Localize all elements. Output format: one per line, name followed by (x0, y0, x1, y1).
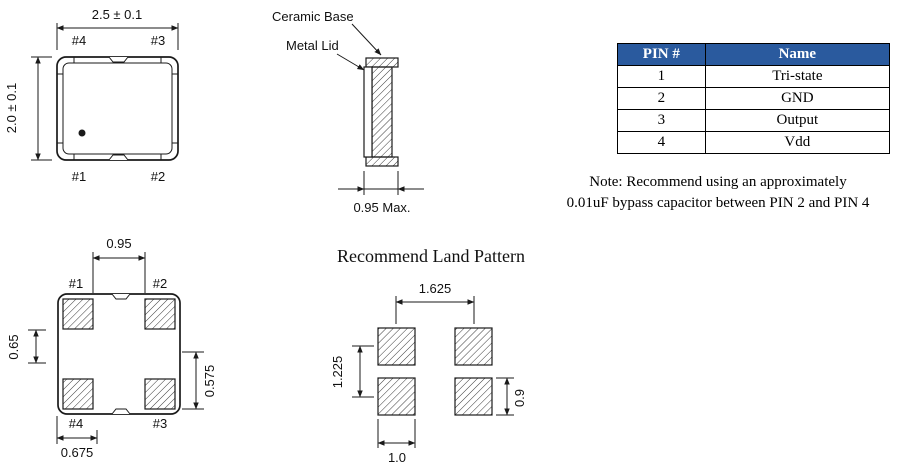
pin-name-cell: Tri-state (704, 65, 891, 88)
pin1-marker-dot (78, 129, 86, 137)
pin-label: #1 (69, 276, 83, 291)
pin-name-header: Name (704, 43, 891, 66)
pin-function-table: PIN # Name 1 Tri-state 2 GND 3 Output 4 … (617, 43, 891, 154)
table-row: 2 GND (617, 87, 891, 110)
pin-name-cell: GND (704, 87, 891, 110)
table-row: 4 Vdd (617, 131, 891, 154)
package-inner-outline (62, 62, 173, 155)
pad-width-dimension: 1.0 (388, 450, 406, 465)
leader-line (351, 23, 382, 56)
ceramic-base-cap (365, 57, 399, 68)
pin-label: #2 (153, 276, 167, 291)
table-row: 1 Tri-state (617, 65, 891, 88)
table-row: 3 Output (617, 109, 891, 132)
package-outline (56, 56, 179, 161)
pin-label: #4 (72, 33, 86, 48)
edge-notch (111, 293, 131, 300)
land-pad (377, 377, 416, 416)
pin-label: #4 (69, 416, 83, 431)
land-pattern-title: Recommend Land Pattern (337, 246, 525, 266)
land-pad (454, 327, 493, 366)
solder-pad (62, 378, 94, 410)
edge-notch (108, 56, 129, 63)
ceramic-base-cap (365, 156, 399, 167)
metal-lid-shape (363, 66, 373, 158)
note-line-2: 0.01uF bypass capacitor between PIN 2 an… (566, 195, 870, 211)
pin-number-cell: 3 (617, 109, 706, 132)
edge-notch (111, 408, 131, 415)
pin-label: #3 (153, 416, 167, 431)
ceramic-base-body (371, 66, 393, 158)
side-view-drawing: Ceramic Base Metal Lid 0.95 Max. (272, 9, 424, 215)
land-pad (454, 377, 493, 416)
ceramic-base-label: Ceramic Base (272, 9, 354, 24)
top-view-width-dimension: 2.5 ± 0.1 (92, 7, 143, 22)
right-dimension: 0.575 (202, 365, 217, 398)
pin-number-cell: 4 (617, 131, 706, 154)
bottom-dimension: 0.675 (61, 445, 94, 460)
pin-name-cell: Vdd (704, 131, 891, 154)
left-dimension: 0.65 (6, 334, 21, 359)
pin-label: #3 (151, 33, 165, 48)
thickness-dimension: 0.95 Max. (353, 200, 410, 215)
pin-name-cell: Output (704, 109, 891, 132)
pin-label: #2 (151, 169, 165, 184)
solder-pad (62, 298, 94, 330)
metal-lid-label: Metal Lid (286, 38, 339, 53)
bypass-capacitor-note: Note: Recommend using an approximately 0… (540, 172, 896, 214)
solder-pad (144, 298, 176, 330)
solder-pad (144, 378, 176, 410)
top-view-height-dimension: 2.0 ± 0.1 (4, 83, 19, 134)
leader-line (336, 53, 365, 71)
top-view-drawing: 2.5 ± 0.1 2.0 ± 0.1 #4 #3 #1 #2 (4, 7, 179, 184)
pin-label: #1 (72, 169, 86, 184)
pin-number-cell: 2 (617, 87, 706, 110)
land-pattern-drawing: Recommend Land Pattern 1.625 1.225 0.9 (330, 246, 527, 465)
pin-number-header: PIN # (617, 43, 706, 66)
vertical-pitch-dimension: 1.225 (330, 356, 345, 389)
horizontal-pitch-dimension: 1.625 (419, 281, 452, 296)
land-pad (377, 327, 416, 366)
pad-height-dimension: 0.9 (512, 389, 527, 407)
bottom-view-drawing: 0.95 #1 #2 #4 #3 0.65 0.575 (6, 236, 217, 460)
edge-notch (108, 154, 129, 161)
note-line-1: Note: Recommend using an approximately (589, 174, 847, 190)
table-header-row: PIN # Name (617, 43, 891, 66)
pin-number-cell: 1 (617, 65, 706, 88)
pad-gap-dimension: 0.95 (106, 236, 131, 251)
